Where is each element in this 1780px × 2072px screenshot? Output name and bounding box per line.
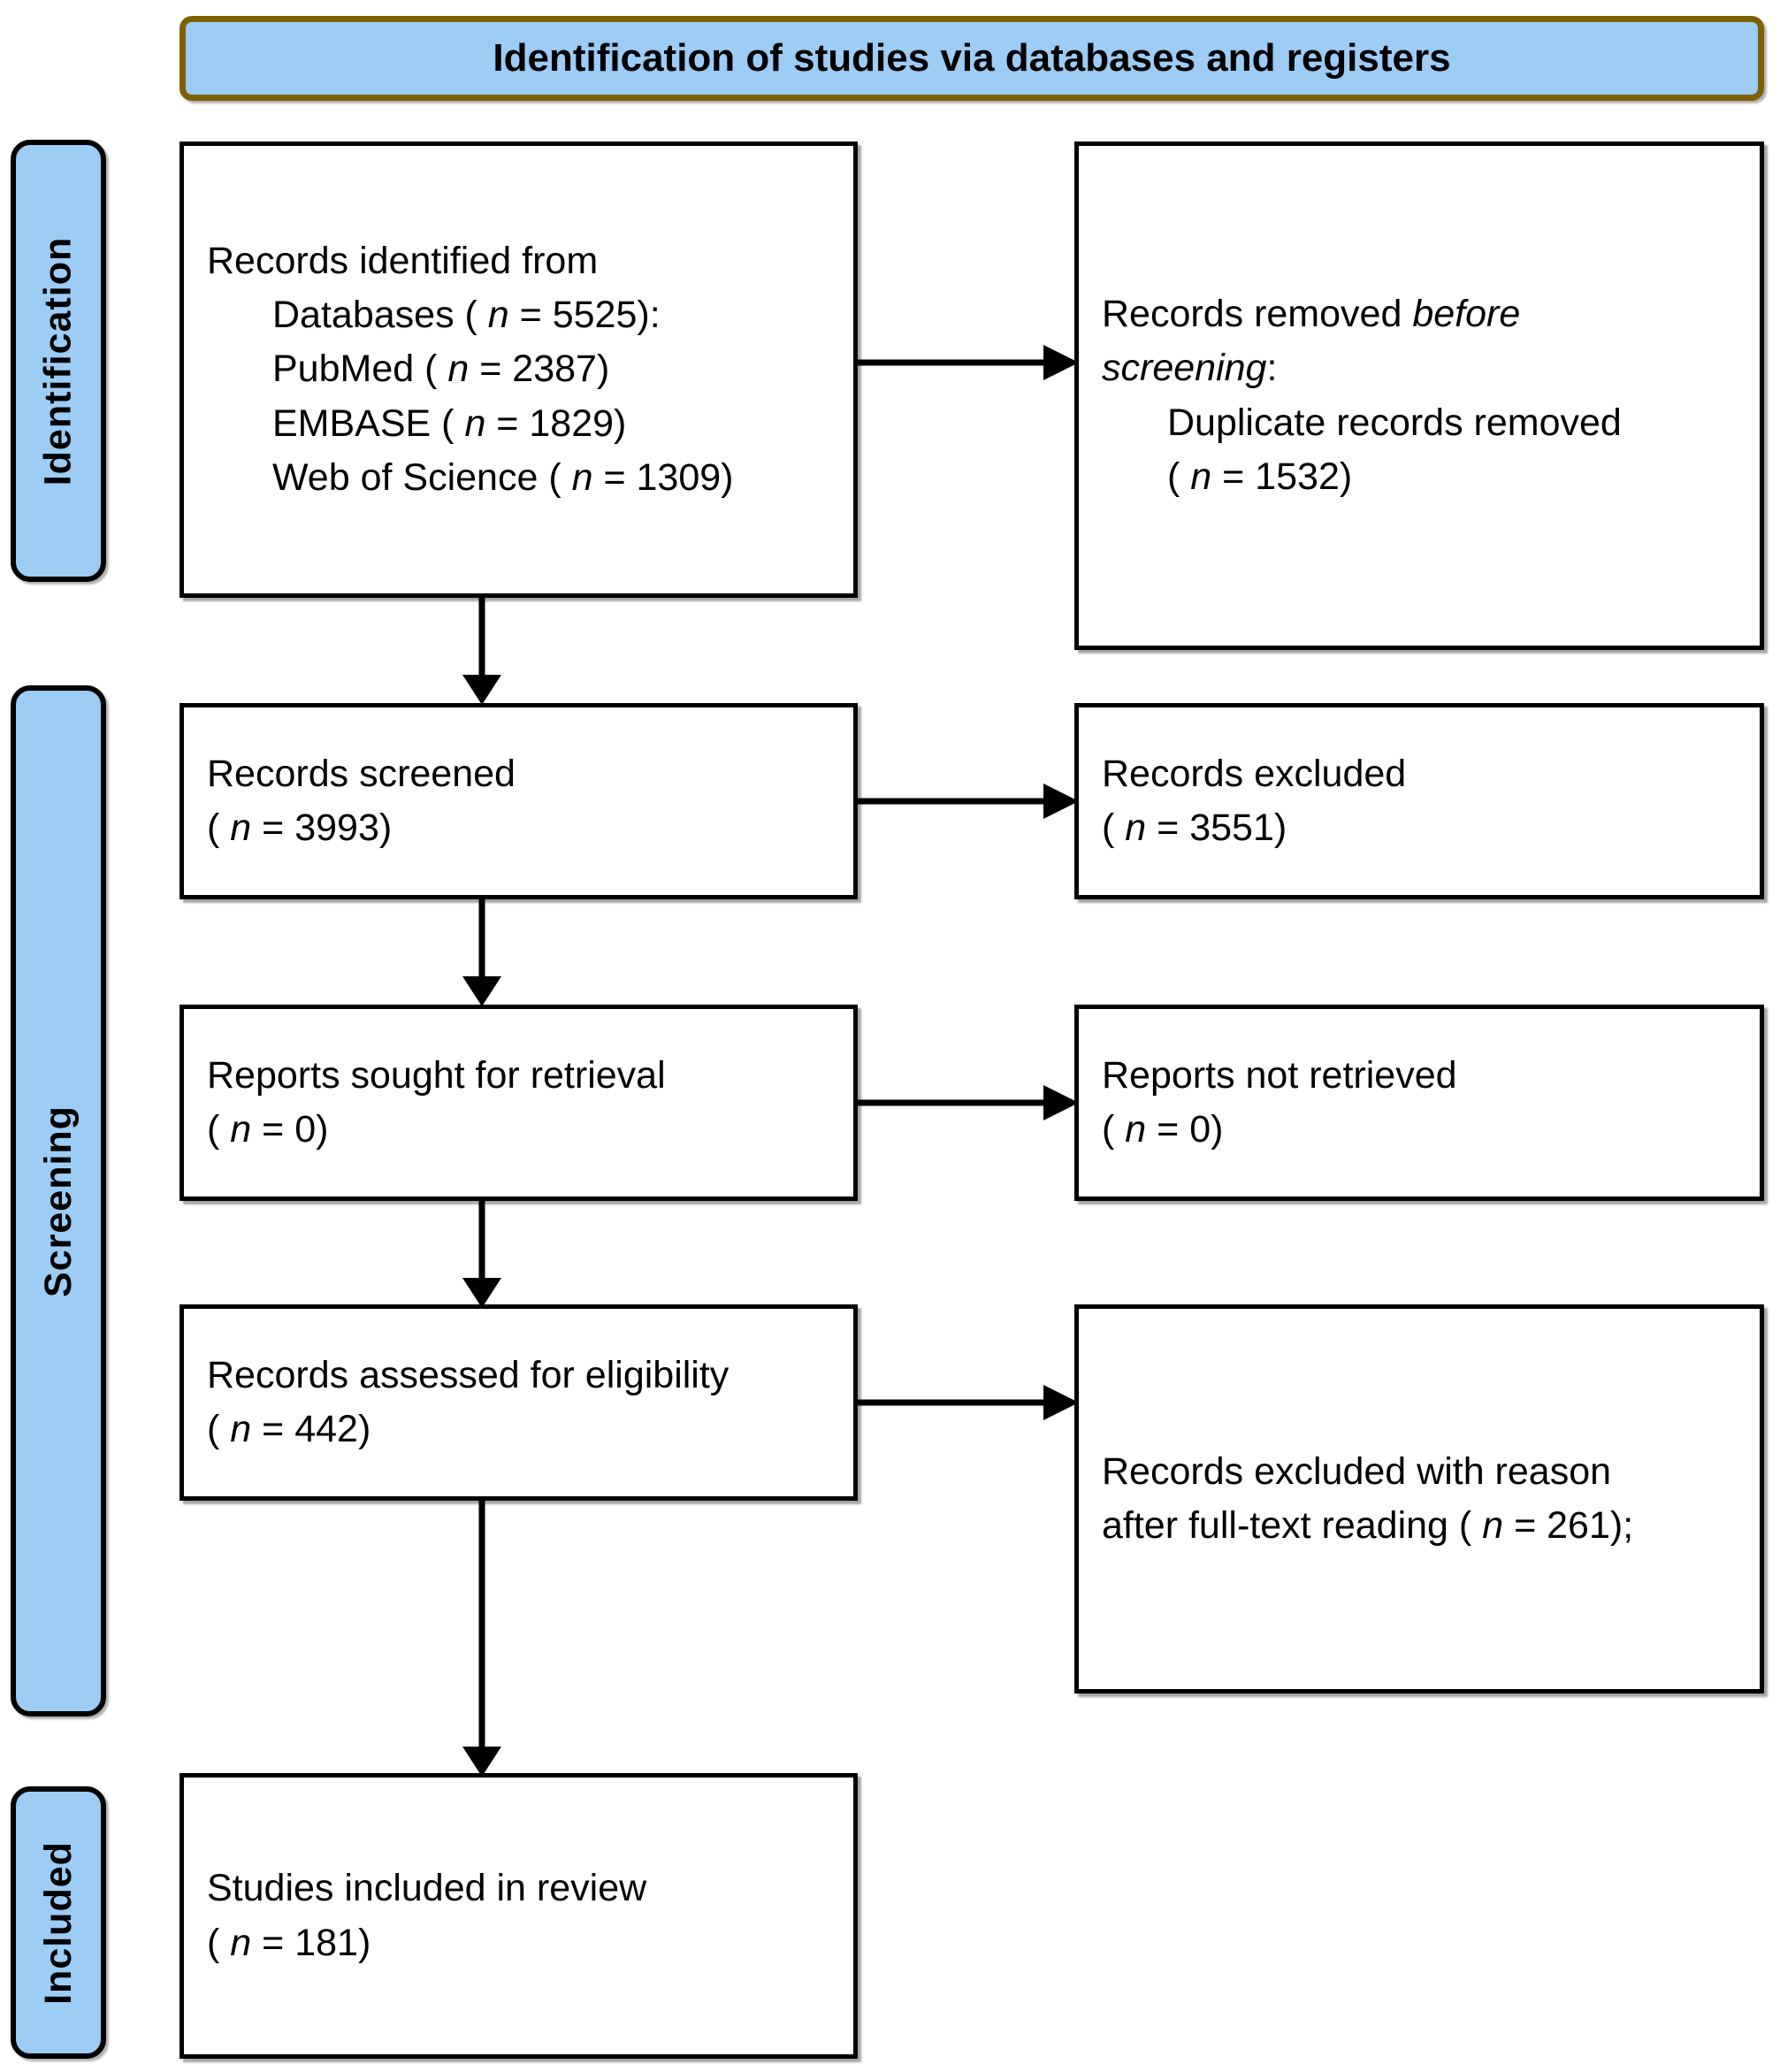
colon: :: [1266, 347, 1278, 390]
pubmed-label: PubMed (: [272, 348, 448, 391]
reports-not-retrieved-count: ( n = 0): [1102, 1103, 1737, 1157]
n-italic: n: [1125, 807, 1147, 849]
stage-label-included: Included: [11, 1786, 106, 2059]
embase-count: = 1829): [485, 401, 627, 445]
records-identified-line-1: Records identified from: [207, 240, 599, 283]
count-value: = 0): [1146, 1108, 1224, 1151]
box-records-screened: Records screened ( n = 3993): [180, 703, 858, 899]
records-assessed-label: Records assessed for eligibility: [207, 1353, 730, 1396]
arrow-identified-to-removed: [858, 345, 1079, 380]
reports-sought-label: Reports sought for retrieval: [207, 1053, 666, 1097]
records-removed-line-1: Records removed before: [1102, 287, 1737, 341]
records-identified-wos: Web of Science ( n = 1309): [207, 451, 830, 505]
box-records-assessed: Records assessed for eligibility ( n = 4…: [180, 1304, 858, 1501]
embase-label: EMBASE (: [272, 401, 465, 445]
n-italic: n: [1482, 1504, 1504, 1547]
records-identified-pubmed: PubMed ( n = 2387): [207, 342, 830, 396]
stage-label-included-text: Included: [36, 1840, 80, 2005]
wos-label: Web of Science (: [272, 455, 572, 499]
box-reports-sought: Reports sought for retrieval ( n = 0): [180, 1005, 858, 1201]
count-value: = 0): [251, 1108, 329, 1151]
pubmed-count: = 2387): [469, 348, 610, 391]
records-removed-label: Records removed: [1102, 293, 1413, 336]
arrow-assessed-to-included: [462, 1496, 501, 1777]
box-reports-not-retrieved: Reports not retrieved ( n = 0): [1074, 1005, 1764, 1201]
arrow-screened-to-sought: [462, 895, 501, 1006]
databases-count: = 5525):: [508, 294, 661, 337]
n-italic: n: [1190, 455, 1212, 498]
diagram-header-banner: Identification of studies via databases …: [180, 16, 1764, 101]
reports-sought-count: ( n = 0): [207, 1103, 830, 1157]
fulltext-label: after full-text reading (: [1102, 1504, 1483, 1547]
count-value: = 261);: [1503, 1504, 1634, 1547]
box-records-removed: Records removed before screening: Duplic…: [1074, 141, 1764, 650]
paren-open: (: [1102, 1108, 1126, 1151]
stage-label-identification-text: Identification: [36, 236, 80, 486]
count-value: = 1532): [1211, 455, 1353, 498]
paren-open: (: [1102, 807, 1126, 849]
stage-label-screening: Screening: [11, 685, 106, 1716]
wos-count: = 1309): [592, 455, 734, 499]
studies-included-label: Studies included in review: [207, 1867, 647, 1910]
arrow-identified-to-screened: [462, 593, 501, 705]
records-screened-count: ( n = 3993): [207, 801, 830, 855]
duplicate-records-removed: Duplicate records removed: [1167, 401, 1622, 444]
records-identified-embase: EMBASE ( n = 1829): [207, 397, 830, 451]
box-records-excluded-with-reason: Records excluded with reason after full-…: [1074, 1304, 1764, 1694]
count-value: = 3551): [1146, 807, 1287, 849]
records-assessed-count: ( n = 442): [207, 1403, 830, 1457]
records-screened-label: Records screened: [207, 752, 516, 795]
n-italic: n: [230, 807, 252, 849]
n-italic: n: [487, 294, 509, 337]
arrow-sought-to-assessed: [462, 1197, 501, 1308]
paren-open: (: [207, 1108, 231, 1151]
arrow-screened-to-excluded: [858, 784, 1079, 819]
stage-label-identification: Identification: [11, 140, 106, 582]
box-records-excluded: Records excluded ( n = 3551): [1074, 703, 1764, 899]
box-records-identified: Records identified from Databases ( n = …: [180, 141, 858, 598]
records-excluded-count: ( n = 3551): [1102, 801, 1737, 855]
n-italic: n: [230, 1108, 252, 1151]
n-italic: n: [571, 455, 593, 499]
count-value: = 181): [251, 1921, 371, 1964]
n-italic: n: [230, 1921, 252, 1964]
records-identified-databases: Databases ( n = 5525):: [207, 288, 830, 342]
paren-open: (: [1167, 455, 1191, 498]
paren-open: (: [207, 1408, 231, 1450]
screening-italic: screening: [1102, 347, 1267, 390]
diagram-title: Identification of studies via databases …: [493, 36, 1451, 80]
records-removed-line-2: screening:: [1102, 341, 1737, 395]
box-studies-included: Studies included in review ( n = 181): [180, 1773, 858, 2059]
stage-label-screening-text: Screening: [36, 1105, 80, 1297]
duplicate-records-count: ( n = 1532): [1102, 450, 1737, 504]
n-italic: n: [464, 401, 486, 445]
count-value: = 442): [251, 1408, 371, 1450]
n-italic: n: [1125, 1108, 1147, 1151]
paren-open: (: [207, 807, 231, 849]
before-italic: before: [1412, 293, 1521, 336]
count-value: = 3993): [251, 807, 393, 849]
reports-not-retrieved-label: Reports not retrieved: [1102, 1053, 1457, 1097]
databases-label: Databases (: [272, 294, 488, 337]
n-italic: n: [230, 1408, 252, 1450]
n-italic: n: [447, 348, 470, 391]
records-excluded-reason-count: after full-text reading ( n = 261);: [1102, 1499, 1737, 1553]
paren-open: (: [207, 1921, 231, 1964]
records-excluded-reason-label: Records excluded with reason: [1102, 1449, 1612, 1493]
arrow-assessed-to-excluded-reason: [858, 1385, 1079, 1420]
studies-included-count: ( n = 181): [207, 1916, 830, 1970]
arrow-sought-to-not-retrieved: [858, 1085, 1079, 1120]
records-excluded-label: Records excluded: [1102, 752, 1407, 795]
